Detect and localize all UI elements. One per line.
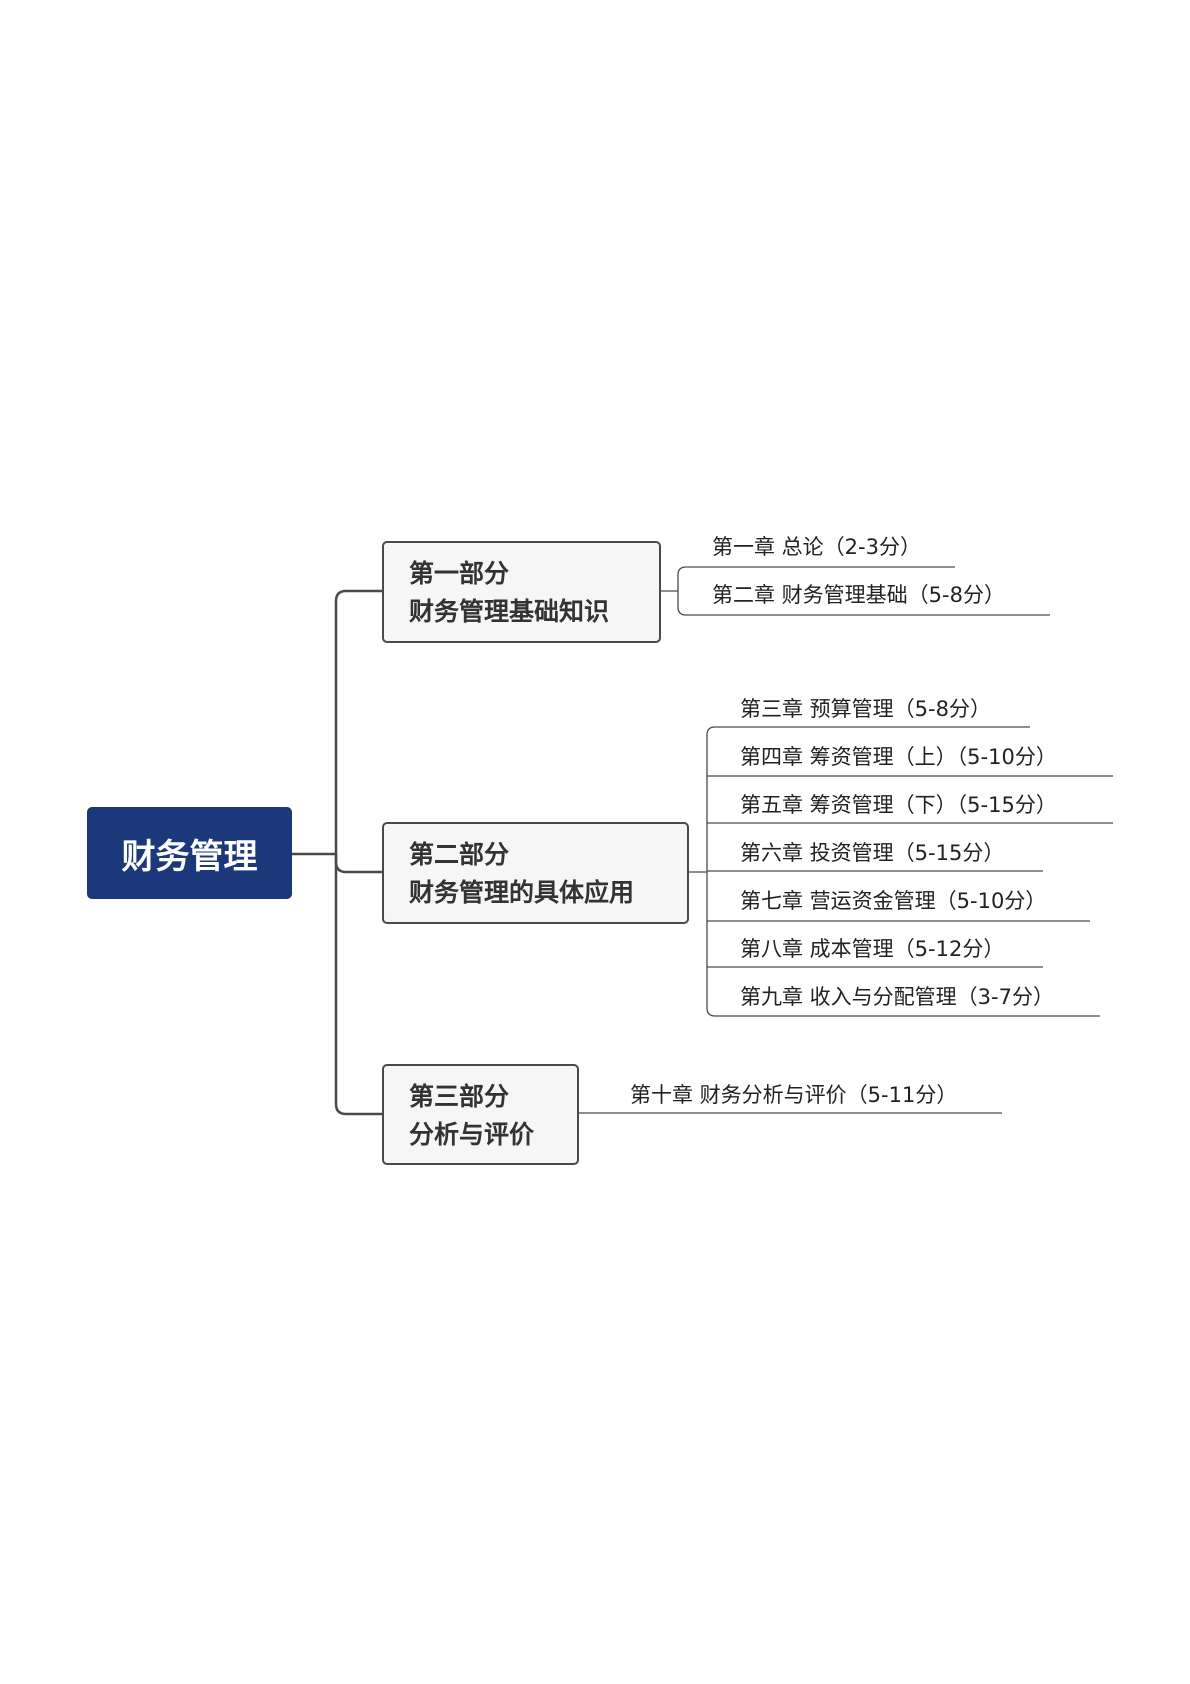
chapter-3[interactable]: 第三章 预算管理（5-8分）	[740, 697, 991, 721]
part-title: 第三部分	[409, 1082, 510, 1111]
chapter-9[interactable]: 第九章 收入与分配管理（3-7分）	[740, 985, 1054, 1009]
chapter-4[interactable]: 第四章 筹资管理（上）（5-10分）	[740, 745, 1057, 769]
part-title: 第二部分	[409, 840, 510, 869]
chapter-2[interactable]: 第二章 财务管理基础（5-8分）	[712, 583, 1005, 607]
part-3-node[interactable]: 第三部分 分析与评价	[382, 1064, 579, 1165]
part-2-node[interactable]: 第二部分 财务管理的具体应用	[382, 822, 689, 924]
chapter-8[interactable]: 第八章 成本管理（5-12分）	[740, 937, 1005, 961]
chapter-5[interactable]: 第五章 筹资管理（下）（5-15分）	[740, 793, 1057, 817]
part-subtitle: 财务管理基础知识	[409, 597, 610, 626]
part-1-node[interactable]: 第一部分 财务管理基础知识	[382, 541, 661, 643]
chapter-1[interactable]: 第一章 总论（2-3分）	[712, 535, 921, 559]
chapter-6[interactable]: 第六章 投资管理（5-15分）	[740, 841, 1005, 865]
root-label: 财务管理	[121, 836, 258, 877]
chapter-10[interactable]: 第十章 财务分析与评价（5-11分）	[630, 1083, 958, 1107]
part-title: 第一部分	[409, 559, 510, 588]
root-node[interactable]: 财务管理	[87, 807, 292, 899]
part-subtitle: 分析与评价	[409, 1120, 535, 1149]
chapter-7[interactable]: 第七章 营运资金管理（5-10分）	[740, 889, 1047, 913]
part-subtitle: 财务管理的具体应用	[409, 878, 635, 907]
